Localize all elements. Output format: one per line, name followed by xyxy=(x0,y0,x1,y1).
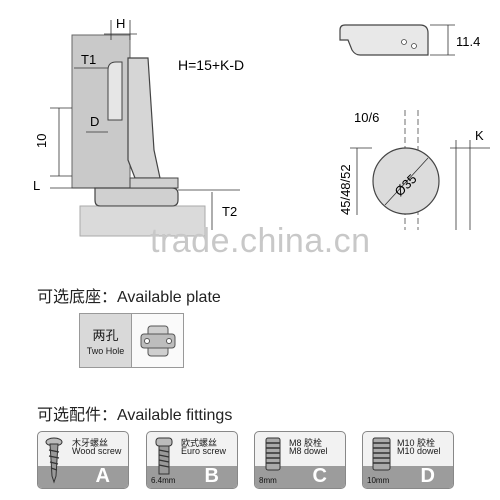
fitting-a-letter: A xyxy=(95,465,110,487)
mounting-plate xyxy=(94,187,179,207)
label-d: D xyxy=(90,114,99,129)
label-l: L xyxy=(33,178,40,193)
hinge-cup xyxy=(107,61,123,121)
m10-dowel-icon xyxy=(372,437,391,471)
fitting-d-cn: M10 胶栓 xyxy=(397,438,436,448)
plate-option-two-hole: 两孔 Two Hole xyxy=(79,313,184,368)
label-10: 10 xyxy=(34,134,49,148)
fitting-euro-screw: 欧式螺丝 Euro screw 6.4mm B xyxy=(146,431,238,489)
formula-label: H=15+K-D xyxy=(178,57,244,73)
fitting-a-en: Wood screw xyxy=(72,446,122,456)
fitting-m10-dowel: M10 胶栓 M10 dowel 10mm D xyxy=(362,431,454,489)
fitting-d-letter: D xyxy=(420,465,435,487)
fitting-b-en: Euro screw xyxy=(181,446,227,456)
available-plate-heading: 可选底座：Available plate xyxy=(37,289,221,306)
fitting-c-letter: C xyxy=(312,465,327,487)
wood-screw-icon xyxy=(45,437,63,484)
plate-option-cn: 两孔 xyxy=(92,328,119,343)
plate-option-label: 两孔 Two Hole xyxy=(80,314,132,367)
label-10-6: 10/6 xyxy=(354,110,379,125)
fitting-c-cn: M8 胶栓 xyxy=(289,438,323,448)
label-11-4: 11.4 xyxy=(456,34,480,49)
fitting-c-en: M8 dowel xyxy=(289,446,328,456)
cabinet-side xyxy=(79,205,206,237)
plate-option-en: Two Hole xyxy=(86,346,125,356)
plate-profile xyxy=(339,24,429,56)
label-t2: T2 xyxy=(222,204,237,219)
available-fittings-heading: 可选配件：Available fittings xyxy=(37,407,233,424)
fitting-c-size: 8mm xyxy=(259,476,277,485)
watermark: trade.china.cn xyxy=(150,222,371,260)
fitting-b-size: 6.4mm xyxy=(151,476,176,485)
fitting-wood-screw: 木牙螺丝 Wood screw A xyxy=(37,431,129,489)
hinge-technical-drawing: H T1 H=15+K-D D 10 L T2 11.4 10/6 Ø35 45… xyxy=(33,16,490,237)
label-k: K xyxy=(475,128,484,143)
fitting-d-size: 10mm xyxy=(367,476,390,485)
label-t1: T1 xyxy=(81,52,96,67)
fitting-b-letter: B xyxy=(204,465,219,487)
fitting-b-cn: 欧式螺丝 xyxy=(181,438,218,448)
m8-dowel-icon xyxy=(265,437,281,471)
label-h: H xyxy=(116,16,125,31)
fitting-d-en: M10 dowel xyxy=(397,446,441,456)
plate-icon xyxy=(132,314,183,367)
fitting-a-cn: 木牙螺丝 xyxy=(72,438,109,448)
label-45-48-52: 45/48/52 xyxy=(338,164,353,215)
euro-screw-icon xyxy=(155,437,173,475)
hinge-arm xyxy=(127,57,161,179)
fitting-m8-dowel: M8 胶栓 M8 dowel 8mm C xyxy=(254,431,346,489)
